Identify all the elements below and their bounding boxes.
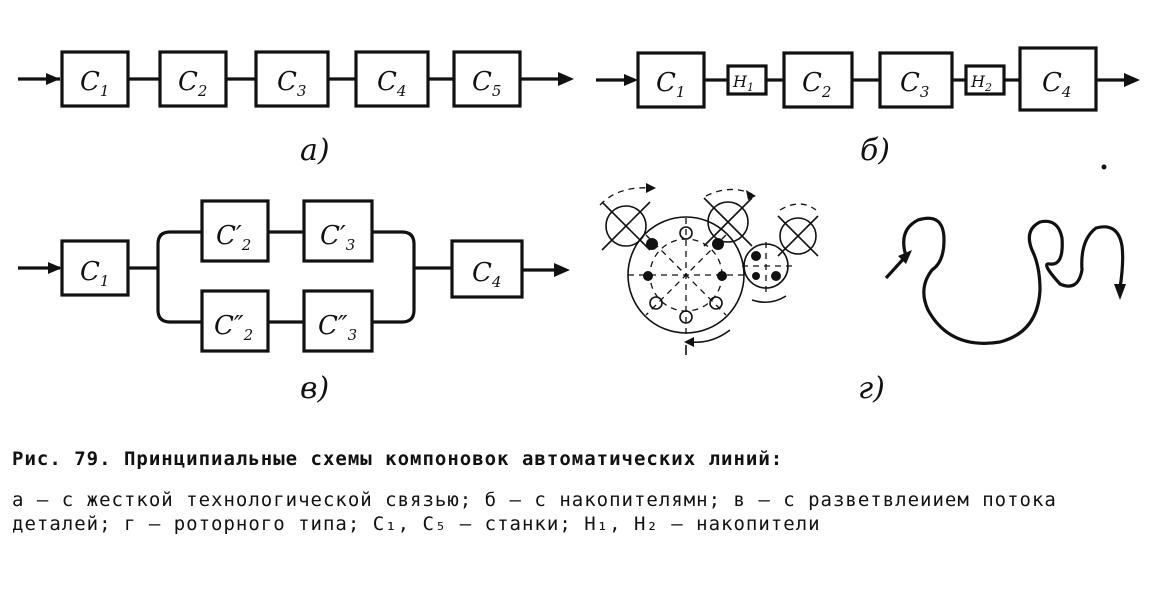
diagram-g-rotor xyxy=(599,183,819,355)
caption-body: а — с жесткой технологической связью; б … xyxy=(12,489,1057,535)
label-b-c4: C4 xyxy=(1042,68,1071,101)
block-v-c3p xyxy=(302,199,374,263)
label-v-c3pp: C″3 xyxy=(318,311,357,344)
label-b-c3: C3 xyxy=(900,68,929,101)
block-a-c3 xyxy=(254,50,330,108)
block-a-c4 xyxy=(354,50,430,108)
diagram-v: C1 C′2 C′3 C″2 C″3 C4 в) xyxy=(18,199,570,406)
label-a-c5: C5 xyxy=(472,67,501,100)
diagram-b: C1 H1 C2 C3 H2 C4 б) xyxy=(596,46,1140,170)
label-b-h2: H2 xyxy=(970,72,992,94)
label-a-c4: C4 xyxy=(377,67,406,100)
label-a-c1: C1 xyxy=(80,67,109,100)
block-b-h2 xyxy=(964,64,1006,96)
block-a-c5 xyxy=(452,50,522,108)
caption-title: Рис. 79. Принципиальные схемы компоновок… xyxy=(12,448,784,470)
block-v-c4 xyxy=(450,239,524,299)
figure-caption: Рис. 79. Принципиальные схемы компоновок… xyxy=(12,448,1152,536)
block-b-c2 xyxy=(782,51,854,109)
caption-v: в) xyxy=(300,371,329,406)
label-v-c2pp: C″2 xyxy=(214,311,253,344)
label-v-c3p: C′3 xyxy=(320,221,355,254)
label-b-h1: H1 xyxy=(732,72,754,94)
block-v-c2p xyxy=(200,199,270,263)
label-a-c2: C2 xyxy=(178,67,207,100)
diagram-a: C1 C2 C3 C4 C5 a) xyxy=(18,50,574,168)
caption-g: г) xyxy=(858,371,885,406)
figure-diagrams: C1 C2 C3 C4 C5 a) C1 H1 C2 C3 H2 C4 б) xyxy=(18,46,1140,406)
caption-a: a) xyxy=(300,133,330,168)
label-v-c4: C4 xyxy=(472,258,501,291)
diagram-g-path: г) xyxy=(858,216,1126,406)
label-v-c2p: C′2 xyxy=(216,221,251,254)
label-b-c2: C2 xyxy=(802,68,831,101)
block-v-c3pp xyxy=(302,289,374,353)
label-a-c3: C3 xyxy=(277,67,306,100)
block-v-c1 xyxy=(60,239,130,297)
label-b-c1: C1 xyxy=(656,68,685,101)
label-v-c1: C1 xyxy=(80,257,109,290)
caption-b: б) xyxy=(860,133,890,168)
